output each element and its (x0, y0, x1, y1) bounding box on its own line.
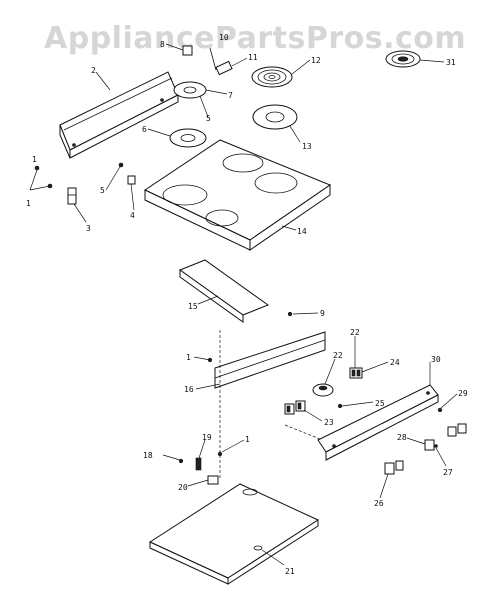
callout-22: 22 (350, 328, 360, 337)
assembly-guide-line-2 (284, 424, 336, 446)
part-spring (195, 457, 202, 471)
callout-2: 2 (91, 66, 96, 75)
part-surface-element-small (385, 50, 421, 68)
callout-24: 24 (390, 358, 400, 367)
callout-4: 4 (130, 211, 135, 220)
part-control-rail (317, 384, 439, 461)
callout-15: 15 (188, 302, 198, 311)
callout-labels: 2 1 3 1 5 4 6 5 7 8 10 11 12 13 14 31 15… (26, 33, 468, 576)
part-clip (127, 175, 136, 185)
callout-16: 16 (184, 385, 194, 394)
part-drip-pan-large (173, 81, 207, 99)
callout-21: 21 (285, 567, 295, 576)
part-support-plate (214, 331, 326, 389)
callout-22: 22 (333, 351, 343, 360)
callout-12: 12 (311, 56, 321, 65)
callout-5: 5 (100, 186, 105, 195)
callout-18: 18 (143, 451, 153, 460)
part-bottom-panel (148, 483, 320, 585)
callout-30: 30 (431, 355, 441, 364)
callout-1: 1 (26, 199, 31, 208)
callout-23: 23 (324, 418, 334, 427)
callout-10: 10 (219, 33, 229, 42)
part-knobs (384, 423, 467, 475)
part-drip-pan-right (252, 104, 298, 130)
callout-7: 7 (228, 91, 233, 100)
callout-1: 1 (186, 353, 191, 362)
callout-31: 31 (446, 58, 456, 67)
callout-14: 14 (297, 227, 307, 236)
callout-1: 1 (245, 435, 250, 444)
callout-8: 8 (160, 40, 165, 49)
callout-11: 11 (248, 53, 258, 62)
callout-25: 25 (375, 399, 385, 408)
callout-19: 19 (202, 433, 212, 442)
callout-28: 28 (397, 433, 407, 442)
part-screw-1c (217, 451, 223, 457)
leader-lines (29, 43, 458, 566)
part-screw-18 (178, 458, 184, 464)
part-screw-25 (337, 403, 343, 409)
part-switch-block (284, 400, 306, 415)
watermark-text: AppliancePartsPros.com (44, 21, 466, 56)
part-infinite-switch (312, 367, 363, 397)
part-cooktop (143, 139, 332, 251)
part-bracket (67, 187, 77, 205)
callout-1: 1 (32, 155, 37, 164)
callout-27: 27 (443, 468, 453, 477)
part-screw-29 (437, 407, 443, 413)
part-surface-element-coil (251, 66, 293, 88)
callout-29: 29 (458, 389, 468, 398)
callout-9: 9 (320, 309, 325, 318)
callout-26: 26 (374, 499, 384, 508)
callout-6: 6 (142, 125, 147, 134)
callout-5: 5 (206, 114, 211, 123)
part-screw-9 (287, 311, 293, 317)
callout-3: 3 (86, 224, 91, 233)
part-backguard-panel (59, 71, 179, 159)
part-channel (178, 259, 270, 323)
callout-20: 20 (178, 483, 188, 492)
callout-13: 13 (302, 142, 312, 151)
part-receptacle (182, 45, 233, 76)
part-bracket-20 (207, 475, 219, 485)
part-drip-pan-small (169, 128, 207, 148)
